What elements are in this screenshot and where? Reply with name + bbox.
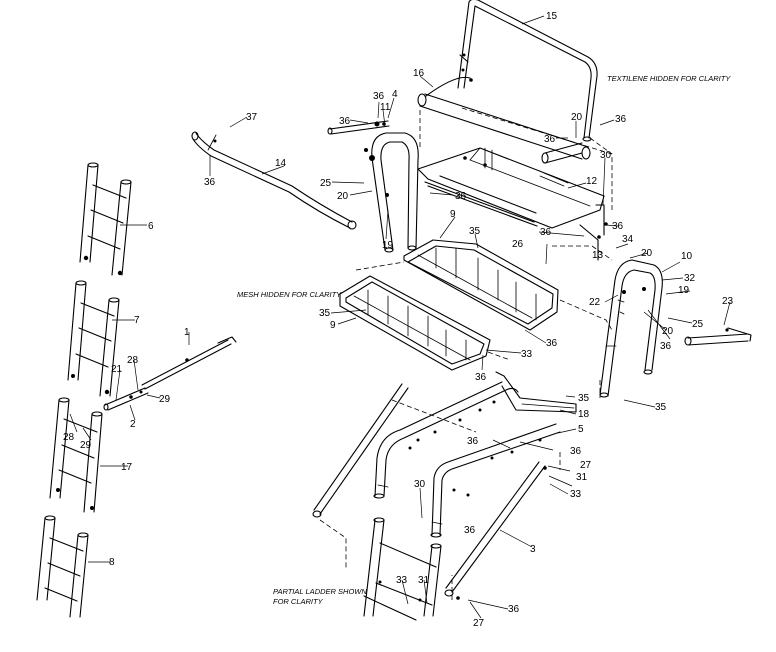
callout-30-a: 30	[600, 150, 612, 161]
callout-21: 21	[111, 364, 123, 375]
callout-37: 37	[246, 112, 258, 123]
callout-33-a: 33	[521, 349, 533, 360]
callout-6: 6	[148, 221, 154, 232]
callout-36-b: 36	[339, 116, 351, 127]
callout-34: 34	[622, 234, 634, 245]
callout-20-d: 20	[662, 326, 674, 337]
part-2-rung	[103, 387, 149, 411]
callout-35-d: 35	[655, 402, 667, 413]
callout-2: 2	[130, 419, 136, 430]
partial-ladder	[363, 517, 442, 621]
callout-33-b: 33	[570, 489, 582, 500]
callout-36-d: 36	[544, 134, 556, 145]
callout-33-c: 33	[396, 575, 408, 586]
part-9-seat-frame-upper	[403, 239, 559, 331]
leader-lines	[69, 15, 731, 619]
callout-8: 8	[109, 557, 115, 568]
callout-28-a: 28	[127, 355, 139, 366]
callout-35-a: 35	[469, 226, 481, 237]
callout-36-k: 36	[475, 372, 487, 383]
callout-35-b: 35	[319, 308, 331, 319]
callout-10: 10	[681, 251, 693, 262]
ladder-6	[79, 162, 132, 276]
callout-36-c: 36	[204, 177, 216, 188]
note-textilene-hidden: TEXTILENE HIDDEN FOR CLARITY	[607, 74, 731, 83]
callout-7: 7	[134, 315, 140, 326]
ladder-8	[36, 515, 89, 618]
callout-20-b: 20	[337, 191, 349, 202]
callout-11: 11	[380, 102, 391, 113]
part-9-seat-frame-lower	[339, 275, 491, 371]
callout-36-e: 36	[615, 114, 627, 125]
callout-36-j: 36	[546, 338, 558, 349]
callout-1: 1	[184, 327, 190, 338]
callout-20-c: 20	[641, 248, 653, 259]
part-5-frame	[373, 371, 577, 538]
part-15-top-rail	[457, 0, 598, 142]
callout-18: 18	[578, 409, 590, 420]
part-3-rods	[312, 383, 547, 600]
callout-36-o: 36	[508, 604, 520, 615]
callout-29-a: 29	[159, 394, 171, 405]
callout-36-f: 36	[455, 191, 467, 202]
ladder-7	[67, 280, 120, 397]
callout-22: 22	[589, 297, 601, 308]
part-16-tube	[417, 76, 591, 160]
callout-3: 3	[530, 544, 536, 555]
callout-28-b: 28	[63, 432, 75, 443]
callout-31-b: 31	[418, 575, 430, 586]
callout-25-a: 25	[320, 178, 332, 189]
callout-9-b: 9	[330, 320, 336, 331]
callout-36-h: 36	[540, 227, 552, 238]
callout-20-a: 20	[571, 112, 583, 123]
callout-36-n: 36	[464, 525, 476, 536]
part-13-bracket	[579, 204, 608, 261]
callout-5: 5	[578, 424, 584, 435]
callout-12: 12	[586, 176, 598, 187]
part-1-rod	[141, 336, 237, 390]
callout-35-c: 35	[578, 393, 590, 404]
part-10-upright	[599, 259, 663, 398]
callout-27-a: 27	[580, 460, 592, 471]
callout-4: 4	[392, 89, 398, 100]
ladder-17	[49, 397, 103, 513]
note-partial-ladder-line1: PARTIAL LADDER SHOWN	[273, 587, 367, 596]
part-23-tube	[684, 327, 752, 346]
part-11-upright	[364, 132, 419, 253]
part-14-rod	[191, 131, 357, 230]
callout-17: 17	[121, 462, 133, 473]
callout-30-b: 30	[414, 479, 426, 490]
callout-36-a: 36	[373, 91, 385, 102]
frame-bolts	[408, 400, 542, 497]
callout-25-b: 25	[692, 319, 704, 330]
part-4-bar	[327, 120, 390, 135]
note-mesh-hidden: MESH HIDDEN FOR CLARITY	[237, 290, 342, 299]
callout-16: 16	[413, 68, 425, 79]
callout-19-a: 19	[382, 240, 394, 251]
callout-9-a: 9	[450, 209, 456, 220]
callout-14: 14	[275, 158, 287, 169]
callout-29-b: 29	[80, 440, 92, 451]
callout-19-b: 19	[678, 285, 690, 296]
callout-31-a: 31	[576, 472, 588, 483]
hidden-line	[355, 245, 613, 433]
callout-36-i: 36	[660, 341, 672, 352]
callout-32: 32	[684, 273, 696, 284]
note-partial-ladder-line2: FOR CLARITY	[273, 597, 324, 606]
callout-36-g: 36	[612, 221, 624, 232]
callout-26: 26	[512, 239, 524, 250]
callout-27-b: 27	[473, 618, 485, 629]
callout-36-m: 36	[570, 446, 582, 457]
callout-15: 15	[546, 11, 558, 22]
hidden-line	[319, 452, 561, 600]
callout-13: 13	[592, 250, 604, 261]
hidden-line	[419, 107, 613, 210]
callout-36-l: 36	[467, 436, 479, 447]
part-12-frame	[417, 142, 605, 229]
callout-23: 23	[722, 296, 734, 307]
